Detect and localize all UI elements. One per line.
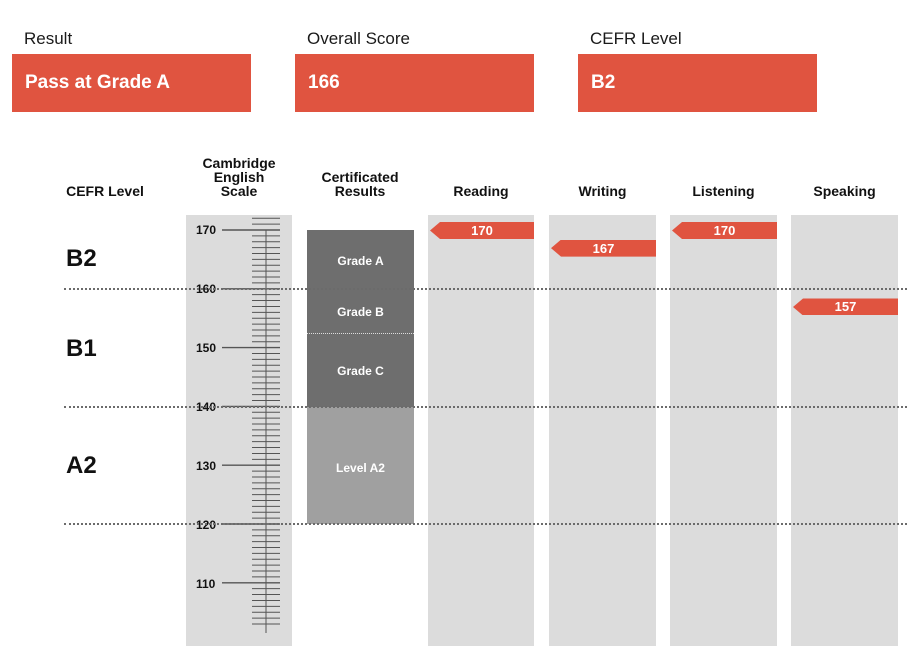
grade-b-label: Grade B	[337, 305, 384, 319]
overall-score-label: Overall Score	[307, 29, 410, 48]
reading-score-marker: 170	[430, 222, 534, 239]
tick-label-120: 120	[196, 518, 217, 532]
cefr-b1-label: B1	[66, 335, 97, 362]
cefr-b2-label: B2	[66, 245, 97, 272]
grade-c-label: Grade C	[337, 364, 384, 378]
boundary-120-line	[64, 523, 907, 525]
grade-b-c-divider	[307, 333, 414, 334]
writing-panel	[549, 215, 656, 646]
tick-label-150: 150	[196, 341, 217, 355]
speaking-score-marker: 157	[793, 298, 898, 316]
listening-header: Listening	[692, 183, 755, 199]
overall-score-box: 166	[295, 54, 534, 112]
tick-label-110: 110	[196, 577, 216, 591]
reading-panel	[428, 215, 534, 646]
level-a2-label: Level A2	[336, 461, 385, 475]
tick-label-170: 170	[196, 223, 217, 237]
boundary-140-line	[64, 406, 907, 408]
listening-panel	[670, 215, 777, 646]
cefr-level-box: B2	[578, 54, 817, 112]
reading-header: Reading	[453, 183, 509, 199]
grade-c-band	[307, 334, 414, 407]
cert-header-line2: Results	[334, 183, 386, 199]
result-label: Result	[24, 29, 73, 48]
overall-score-value: 166	[308, 72, 340, 93]
listening-score-marker: 170	[672, 222, 777, 239]
scale-header-line2: English	[213, 169, 265, 185]
grade-a-label: Grade A	[337, 254, 384, 268]
boundary-160-line	[64, 288, 907, 290]
speaking-header: Speaking	[813, 183, 876, 199]
cefr-level-label: CEFR Level	[590, 29, 682, 48]
speaking-panel	[791, 215, 898, 646]
certificated-results-header: Certificated Results	[300, 170, 420, 198]
grade-a-band	[307, 230, 414, 289]
tick-label-130: 130	[196, 459, 217, 473]
cefr-level-header: CEFR Level	[66, 183, 144, 199]
cert-header-line1: Certificated	[321, 169, 399, 185]
result-value-box: Pass at Grade A	[12, 54, 251, 112]
writing-header: Writing	[578, 183, 627, 199]
grade-b-band	[307, 289, 414, 334]
level-a2-band	[307, 407, 414, 524]
scale-panel	[186, 215, 292, 646]
cefr-a2-label: A2	[66, 452, 97, 479]
writing-score-marker: 167	[551, 239, 656, 257]
scale-header: Cambridge English Scale	[186, 156, 292, 198]
cefr-level-value: B2	[591, 72, 616, 93]
scale-header-line1: Cambridge	[202, 155, 276, 171]
scale-header-line3: Scale	[220, 183, 258, 199]
result-value: Pass at Grade A	[25, 72, 171, 93]
